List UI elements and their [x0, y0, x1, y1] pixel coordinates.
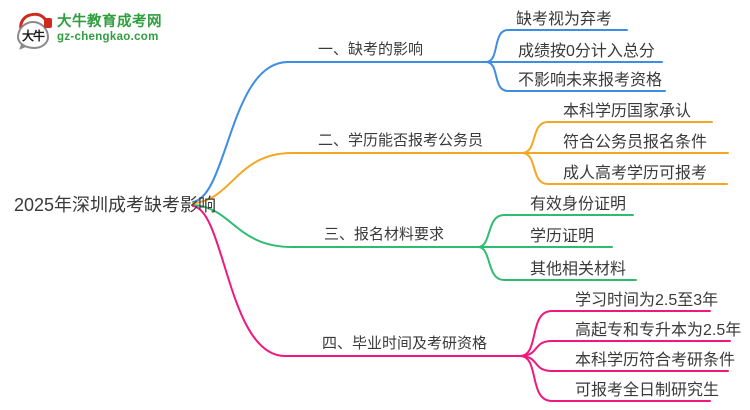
branch-4-leaf-1: 学习时间为2.5至3年	[575, 292, 719, 309]
branch-1-leaf-3-line	[485, 61, 666, 92]
branch-1-main-line	[192, 61, 487, 203]
logo-speech-bubble-icon: 大牛	[17, 21, 49, 49]
branch-2-leaf-1-line	[521, 121, 713, 154]
branch-1-leaf-3: 不影响未来报考资格	[518, 72, 663, 89]
branch-4-lines	[192, 205, 731, 402]
logo-domain: gz-chengkao.com	[57, 30, 159, 43]
site-logo-icon: 大牛	[16, 10, 52, 52]
branch-3-leaf-2: 学历证明	[530, 228, 595, 245]
branch-2-main-line	[192, 152, 523, 204]
root-node: 2025年深圳成考缺考影响	[14, 195, 217, 215]
branch-1-leaf-2: 成绩按0分计入总分	[518, 43, 655, 60]
branch-2-leaf-1: 本科学历国家承认	[563, 103, 692, 120]
branch-1-leaf-1-line	[485, 29, 628, 63]
logo-mark-text: 大牛	[21, 28, 45, 43]
branch-3-label: 三、报名材料要求	[324, 226, 445, 243]
branch-1-leaf-1: 缺考视为弃考	[516, 11, 613, 28]
branch-4-label: 四、毕业时间及考研资格	[322, 335, 488, 352]
branch-2-label: 二、学历能否报考公务员	[318, 132, 484, 149]
branch-3-leaf-3: 其他相关材料	[530, 261, 627, 278]
branch-4-main-line	[192, 205, 521, 357]
branch-3-lines	[192, 204, 637, 281]
site-logo: 大牛 大牛教育成考网 gz-chengkao.com	[16, 10, 162, 52]
branch-2-leaf-2: 符合公务员报名条件	[563, 134, 708, 151]
branch-4-leaf-4: 可报考全日制研究生	[575, 382, 720, 399]
branch-3-leaf-3-line	[477, 246, 637, 281]
branch-1-lines	[192, 29, 666, 203]
branch-1-label: 一、缺考的影响	[318, 41, 424, 58]
logo-text-block: 大牛教育成考网 gz-chengkao.com	[57, 14, 162, 45]
logo-title: 大牛教育成考网	[57, 14, 162, 30]
branch-4-leaf-3: 本科学历符合考研条件	[575, 352, 736, 369]
logo-red-seal-icon	[44, 18, 52, 28]
branch-3-main-line	[192, 204, 479, 248]
branch-2-leaf-3: 成人高考学历可报考	[563, 165, 708, 182]
branch-3-leaf-1-line	[477, 214, 634, 248]
branch-4-leaf-2: 高起专和专升本为2.5年	[575, 322, 742, 339]
branch-2-lines	[192, 121, 729, 204]
branch-2-leaf-3-line	[521, 152, 728, 185]
branch-4-leaf-1-line	[519, 310, 711, 357]
branch-3-leaf-1: 有效身份证明	[530, 196, 627, 213]
branch-4-leaf-4-line	[519, 355, 711, 402]
